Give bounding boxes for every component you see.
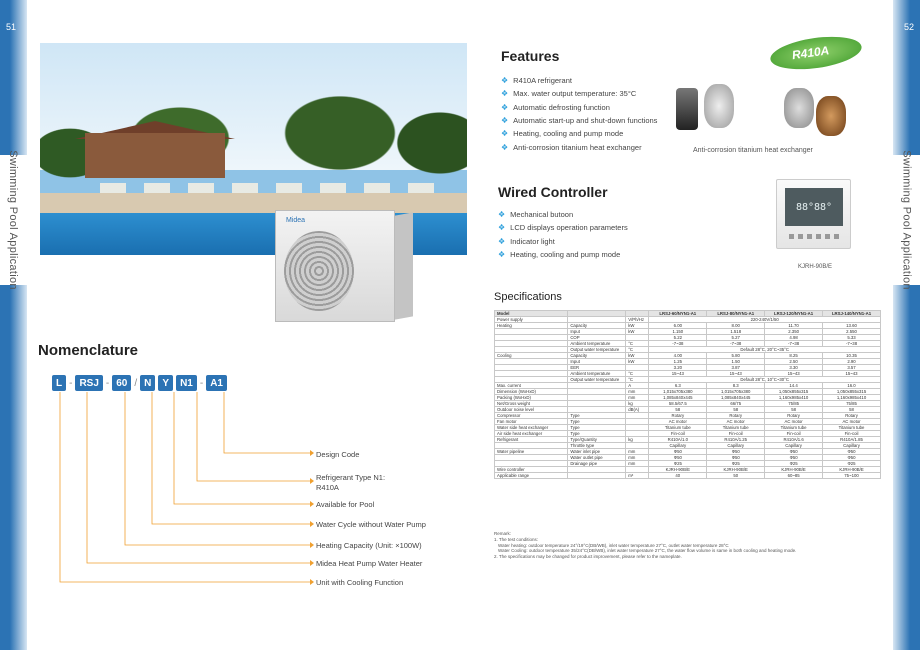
diamond-bullet-icon: ❖ (498, 250, 506, 260)
right-page-number: 52 (903, 22, 914, 32)
right-side-tab (893, 155, 920, 285)
left-page-edge (0, 0, 27, 650)
leader-line (173, 392, 310, 505)
legend-cooling: Unit with Cooling Function (316, 578, 404, 587)
legend-water-cycle: Water Cycle without Water Pump (316, 520, 426, 529)
controller-buttons (789, 234, 839, 239)
table-cell: Output water temperature (567, 346, 627, 353)
code-separator: / (134, 377, 138, 389)
heat-pump-unit-side (395, 212, 413, 320)
list-item: ❖Automatic start-up and shut-down functi… (501, 116, 658, 126)
wired-controller-image: 88°88° (776, 179, 851, 249)
list-item: ❖Mechanical butoon (498, 210, 574, 220)
unit-brand-logo: Midea (286, 217, 306, 224)
heat-pump-unit-image: Midea (275, 210, 395, 322)
leader-arrow (310, 579, 314, 585)
r410a-badge: R410A (768, 31, 864, 75)
controller-caption: KJRH-90B/E (798, 264, 833, 270)
code-segment: N1 (176, 375, 197, 391)
code-separator: - (199, 377, 204, 389)
left-side-label: Swimming Pool Application (7, 150, 19, 290)
leader-line (196, 392, 310, 482)
model-code-row: L - RSJ - 60 / N Y N1 - A1 (52, 375, 227, 391)
diamond-bullet-icon: ❖ (501, 142, 509, 152)
right-page-edge (893, 0, 920, 650)
list-item: ❖Indicator light (498, 236, 555, 246)
code-segment: N (140, 375, 156, 391)
code-segment: 60 (112, 375, 132, 391)
leader-arrow (310, 542, 314, 548)
controller-title: Wired Controller (498, 184, 608, 200)
code-segment: RSJ (75, 375, 103, 391)
diamond-bullet-icon: ❖ (501, 89, 509, 99)
code-separator: - (105, 377, 110, 389)
specifications-title: Specifications (494, 291, 562, 303)
table-cell: m³ (625, 472, 650, 479)
table-cell: Applicable range (493, 472, 569, 479)
legend-design-code: Design Code (316, 450, 360, 459)
fan-grille (284, 231, 354, 311)
controller-list: ❖Mechanical butoon ❖LCD displays operati… (498, 208, 628, 261)
code-separator: - (69, 377, 73, 389)
heat-exchanger-caption: Anti-corrosion titanium heat exchanger (693, 147, 813, 154)
leader-arrow (310, 521, 314, 527)
legend-pool: Available for Pool (316, 500, 375, 509)
table-cell: 50 (706, 472, 766, 479)
code-segment: L (52, 375, 67, 391)
right-side-label: Swimming Pool Application (901, 150, 913, 290)
diamond-bullet-icon: ❖ (501, 129, 509, 139)
table-cell: 75~100 (822, 472, 881, 479)
code-segment: Y (158, 375, 174, 391)
heat-exchanger-image (676, 80, 886, 142)
features-title: Features (501, 48, 560, 64)
nomenclature-title: Nomenclature (38, 342, 139, 359)
leader-line (223, 392, 310, 454)
leader-arrow (310, 478, 314, 484)
diamond-bullet-icon: ❖ (501, 102, 509, 112)
leader-line (86, 392, 310, 564)
table-cell: Output water temperature (567, 376, 627, 383)
leader-line (59, 392, 310, 583)
table-cell: 40 (648, 472, 708, 479)
code-segment: A1 (206, 375, 227, 391)
list-item: ❖Anti-corrosion titanium heat exchanger (501, 142, 642, 152)
leader-line (124, 392, 310, 546)
diamond-bullet-icon: ❖ (498, 210, 506, 220)
legend-heating-capacity: Heating Capacity (Unit: ×100W) (316, 541, 422, 550)
list-item: ❖Heating, cooling and pump mode (498, 250, 621, 260)
left-page-number: 51 (6, 22, 17, 32)
table-cell: 60~85 (764, 472, 824, 479)
diamond-bullet-icon: ❖ (501, 116, 509, 126)
resort-pool-photo (40, 43, 467, 255)
list-item: ❖Automatic defrosting function (501, 102, 610, 112)
leader-arrow (310, 560, 314, 566)
left-side-tab (0, 155, 27, 285)
diamond-bullet-icon: ❖ (498, 236, 506, 246)
list-item: ❖Max. water output temperature: 35°C (501, 89, 637, 99)
legend-refrigerant: Refrigerant Type N1: R410A (316, 473, 386, 492)
diamond-bullet-icon: ❖ (501, 76, 509, 86)
leader-line (151, 392, 310, 525)
list-item: ❖R410A refrigerant (501, 76, 572, 86)
diamond-bullet-icon: ❖ (498, 223, 506, 233)
list-item: ❖Heating, cooling and pump mode (501, 129, 624, 139)
list-item: ❖LCD displays operation parameters (498, 223, 628, 233)
leader-arrow (310, 501, 314, 507)
table-cell (567, 472, 627, 479)
features-list: ❖R410A refrigerant ❖Max. water output te… (501, 74, 657, 154)
leader-arrow (310, 450, 314, 456)
legend-midea: Midea Heat Pump Water Heater (316, 559, 423, 568)
controller-lcd: 88°88° (785, 188, 843, 226)
specifications-remarks: Remark: 1. The test conditions: Water he… (494, 531, 797, 560)
